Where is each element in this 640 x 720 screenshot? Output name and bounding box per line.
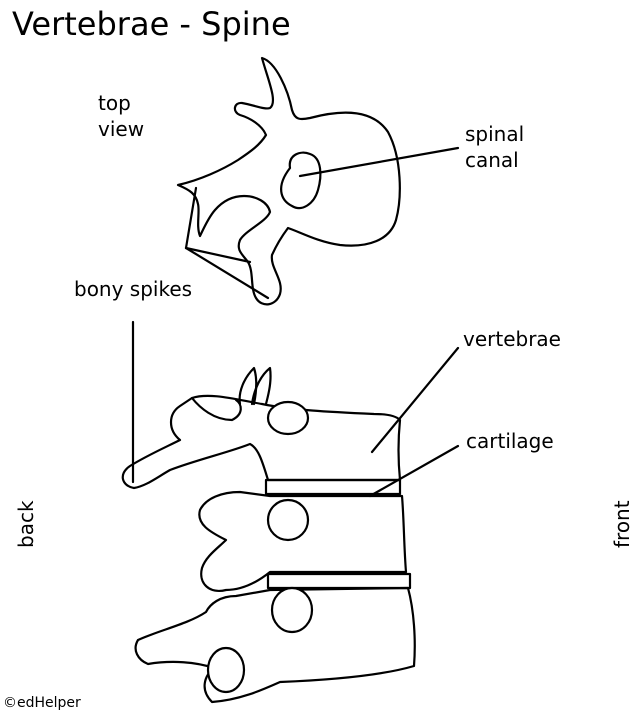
label-bony-spikes: bony spikes — [74, 277, 193, 301]
top-view-vertebra — [176, 56, 401, 306]
label-spinal-canal: spinal canal — [465, 122, 525, 172]
label-top-view: top view — [98, 91, 145, 141]
label-vertebrae: vertebrae — [463, 327, 561, 351]
cartilage-pointer — [368, 444, 460, 498]
vertebra-middle — [198, 490, 408, 592]
label-cartilage: cartilage — [466, 429, 554, 453]
bony-spikes-pointer-3 — [184, 246, 270, 300]
upper-joint — [266, 400, 310, 436]
bony-spikes-pointer-2 — [184, 246, 252, 264]
middle-joint — [266, 498, 310, 542]
spinal-canal-pointer — [298, 146, 460, 178]
diagram-title: Vertebrae - Spine — [12, 5, 291, 43]
vertebra-upper — [121, 394, 402, 490]
spinal-canal-hole — [280, 151, 322, 210]
cartilage-disc-lower — [266, 572, 412, 590]
lower-joint — [206, 646, 246, 694]
top-spike-1 — [238, 366, 258, 406]
top-spike-2 — [250, 366, 272, 406]
copyright-notice: ©edHelper — [3, 695, 81, 711]
cartilage-disc-upper — [264, 478, 402, 496]
bony-spikes-pointer-1 — [184, 186, 198, 250]
side-view-spine — [121, 366, 416, 704]
vertebra-top-outline — [176, 56, 401, 306]
lower-facet — [270, 586, 314, 634]
vertebrae-pointer — [370, 346, 460, 454]
upper-facet — [190, 396, 242, 422]
